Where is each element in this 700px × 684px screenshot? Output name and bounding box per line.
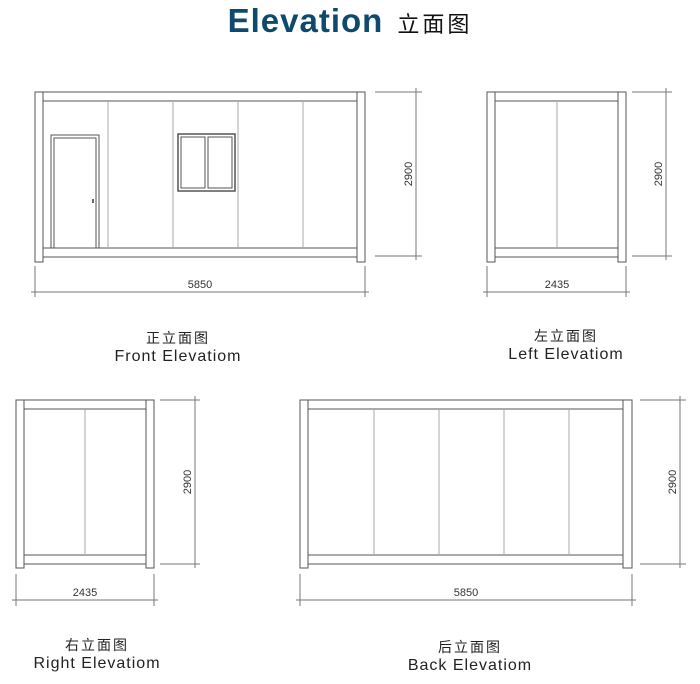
page-title: Elevation 立面图 bbox=[0, 2, 700, 40]
caption-en: Front Elevatiom bbox=[114, 348, 242, 365]
right-elevation-caption: 右立面图 Right Elevatiom bbox=[0, 635, 207, 673]
caption-en: Right Elevatiom bbox=[33, 655, 161, 672]
left-width-dim: 2435 bbox=[545, 279, 569, 291]
back-elevation-caption: 后立面图 Back Elevatiom bbox=[360, 637, 580, 675]
front-height-dim: 2900 bbox=[403, 162, 415, 186]
front-width-dim: 5850 bbox=[188, 279, 212, 291]
back-elevation-drawing: 5850 2900 bbox=[296, 396, 686, 606]
window bbox=[177, 133, 236, 192]
caption-zh: 左立面图 bbox=[534, 329, 598, 345]
caption-zh: 后立面图 bbox=[438, 640, 502, 656]
door bbox=[50, 134, 100, 249]
right-elevation-drawing: 2435 2900 bbox=[12, 396, 200, 606]
left-elevation-caption: 左立面图 Left Elevatiom bbox=[456, 326, 676, 364]
back-width-dim: 5850 bbox=[454, 587, 478, 599]
caption-en: Back Elevatiom bbox=[407, 657, 533, 674]
title-zh: 立面图 bbox=[397, 13, 473, 38]
front-elevation-drawing: 5850 2900 bbox=[31, 88, 422, 297]
caption-en: Left Elevatiom bbox=[508, 346, 624, 363]
caption-zh: 正立面图 bbox=[146, 331, 210, 347]
caption-zh: 右立面图 bbox=[65, 638, 129, 654]
right-width-dim: 2435 bbox=[73, 587, 97, 599]
left-height-dim: 2900 bbox=[653, 162, 665, 186]
back-height-dim: 2900 bbox=[667, 470, 679, 494]
left-elevation-drawing: 2435 2900 bbox=[483, 88, 672, 297]
right-height-dim: 2900 bbox=[182, 470, 194, 494]
title-en: Elevation bbox=[227, 2, 384, 39]
front-elevation-caption: 正立面图 Front Elevatiom bbox=[68, 328, 288, 366]
